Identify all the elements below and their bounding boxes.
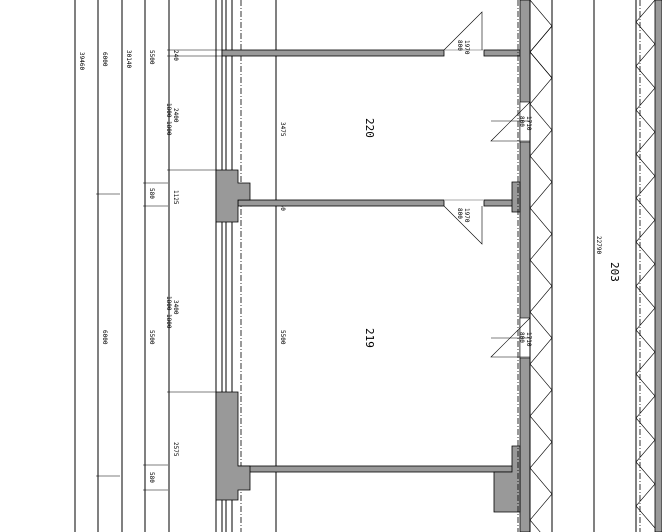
- door-1-height: 1970: [463, 40, 470, 55]
- room-220-label: 220: [363, 118, 376, 138]
- dim-outer-4b: 5500: [148, 330, 155, 345]
- dim-seg-b2: 580: [148, 188, 155, 199]
- dim-outer-3: 30140: [125, 50, 132, 68]
- dim-seg-c: 3400: [172, 300, 179, 315]
- dim-inner-1: 3475: [279, 122, 286, 137]
- dim-seg-top: 240: [172, 50, 179, 61]
- dim-seg-a-note: 1800 1800: [165, 103, 172, 136]
- room-219-label: 219: [363, 328, 376, 348]
- dimension-lines: [74, 0, 277, 532]
- dim-seg-b: 1125: [172, 190, 179, 205]
- dim-seg-d2: 580: [148, 472, 155, 483]
- dim-inner-2: 5500: [279, 330, 286, 345]
- door-swings: 800 1970 800 1970: [443, 11, 484, 245]
- walls: [215, 0, 662, 532]
- window-2-height: 1710: [525, 332, 532, 347]
- dim-outer-1: 39460: [78, 52, 85, 70]
- truss-left: [529, 0, 553, 532]
- dim-seg-a: 2400: [172, 108, 179, 123]
- door-1-width: 800: [456, 40, 463, 51]
- door-2-height: 1970: [463, 208, 470, 223]
- door-2-width: 800: [456, 208, 463, 219]
- dimension-labels: 39460 6000 6000 30140 5500 5500 580 580 …: [78, 50, 602, 483]
- dim-outer-2: 6000: [101, 52, 108, 67]
- dim-seg-c-note: 1800 1800: [165, 296, 172, 329]
- room-203-label: 203: [608, 262, 621, 282]
- truss-right: [635, 0, 656, 532]
- window-1-height: 1710: [525, 116, 532, 131]
- dim-corridor: 22790: [595, 236, 602, 254]
- window-2-width: 800: [518, 332, 525, 343]
- dim-seg-d: 2575: [172, 442, 179, 457]
- dim-outer-2b: 6000: [101, 330, 108, 345]
- dim-outer-4: 5500: [148, 50, 155, 65]
- windows: 800 1710 800 1710: [490, 101, 532, 359]
- window-1-width: 800: [518, 116, 525, 127]
